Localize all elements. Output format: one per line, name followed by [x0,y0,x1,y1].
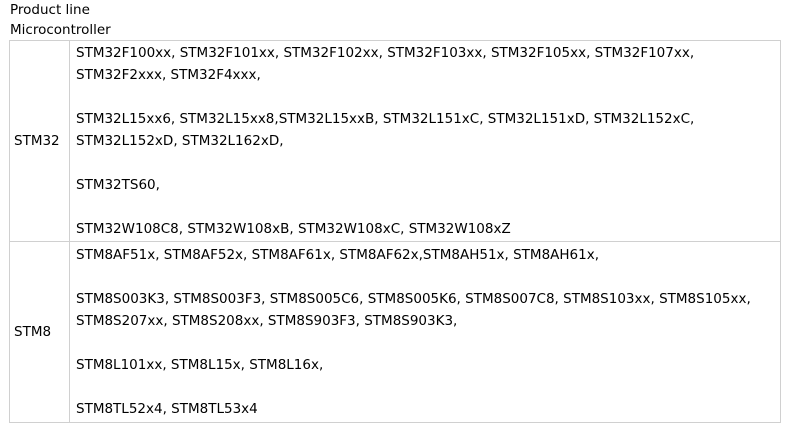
family-cell-stm8: STM8 [9,241,70,423]
part-line: STM8TL52x4, STM8TL53x4 [76,401,258,417]
table-row-stm32: STM32 STM32F100xx, STM32F101xx, STM32F10… [9,40,781,242]
product-table: STM32 STM32F100xx, STM32F101xx, STM32F10… [9,40,781,423]
part-group-l-series: STM8L101xx, STM8L15x, STM8L16x, [76,354,774,376]
part-group-f-series: STM32F100xx, STM32F101xx, STM32F102xx, S… [76,42,774,86]
part-line: STM8L101xx, STM8L15x, STM8L16x, [76,357,324,373]
part-line: STM8S207xx, STM8S208xx, STM8S903F3, STM8… [76,313,458,329]
part-group-a-series: STM8AF51x, STM8AF52x, STM8AF61x, STM8AF6… [76,244,774,266]
part-group-l-series: STM32L15xx6, STM32L15xx8,STM32L15xxB, ST… [76,108,774,152]
part-line: STM32W108C8, STM32W108xB, STM32W108xC, S… [76,221,511,237]
page-title: Product line [10,2,90,18]
family-cell-stm32: STM32 [9,40,70,242]
part-group-tl-series: STM8TL52x4, STM8TL53x4 [76,398,774,420]
part-group-s-series: STM8S003K3, STM8S003F3, STM8S005C6, STM8… [76,288,774,332]
part-line: STM32F2xxx, STM32F4xxx, [76,67,261,83]
part-line: STM8AF51x, STM8AF52x, STM8AF61x, STM8AF6… [76,247,600,263]
part-line: STM32TS60, [76,177,160,193]
part-line: STM8S003K3, STM8S003F3, STM8S005C6, STM8… [76,291,751,307]
part-group-w-series: STM32W108C8, STM32W108xB, STM32W108xC, S… [76,218,774,240]
table-row-stm8: STM8 STM8AF51x, STM8AF52x, STM8AF61x, ST… [9,241,781,423]
page-subtitle: Microcontroller [10,22,111,38]
part-line: STM32F100xx, STM32F101xx, STM32F102xx, S… [76,45,695,61]
part-group-ts-series: STM32TS60, [76,174,774,196]
part-line: STM32L15xx6, STM32L15xx8,STM32L15xxB, ST… [76,111,695,127]
parts-cell-stm32: STM32F100xx, STM32F101xx, STM32F102xx, S… [69,40,781,242]
part-line: STM32L152xD, STM32L162xD, [76,133,284,149]
parts-cell-stm8: STM8AF51x, STM8AF52x, STM8AF61x, STM8AF6… [69,241,781,423]
